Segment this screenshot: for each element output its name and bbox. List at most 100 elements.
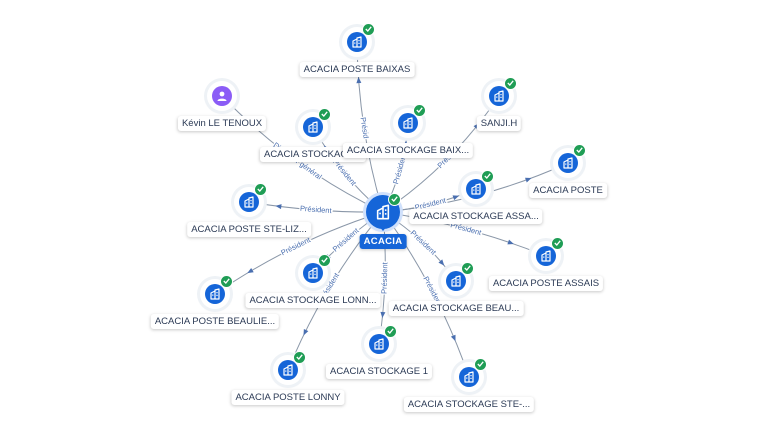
node-circle[interactable] (207, 81, 237, 111)
edge-arrow (247, 267, 254, 274)
edge-label: Président (409, 228, 439, 257)
verified-badge (551, 237, 564, 250)
building-icon (376, 204, 390, 220)
check-icon (476, 361, 484, 367)
verified-badge (504, 77, 517, 90)
building-icon (283, 364, 293, 376)
verified-badge (388, 193, 401, 206)
check-icon (320, 257, 328, 263)
node-label[interactable]: ACACIA POSTE BEAULIE... (150, 314, 280, 329)
building-icon (494, 90, 504, 102)
edge-label: Présid (359, 117, 371, 139)
building-icon (210, 288, 220, 300)
node-label[interactable]: ACACIA POSTE ASSAIS (488, 276, 604, 291)
node-icon-badge (239, 192, 259, 212)
node-label[interactable]: ACACIA POSTE (529, 183, 607, 198)
verified-badge (318, 254, 331, 267)
check-icon (386, 328, 394, 334)
edge-arrow (275, 204, 282, 210)
check-icon (506, 80, 514, 86)
node-icon-badge (466, 179, 486, 199)
node-icon-badge (347, 32, 367, 52)
edge-arrow (452, 195, 460, 201)
edge-line (214, 211, 384, 295)
building-icon (471, 183, 481, 195)
node-circle[interactable] (553, 148, 583, 178)
node-icon-badge (303, 117, 323, 137)
verified-badge (220, 275, 233, 288)
person-icon (217, 91, 227, 101)
verified-badge (474, 358, 487, 371)
edge-arrow (450, 334, 456, 342)
edge-label: Président (279, 235, 312, 257)
node-icon-badge (398, 113, 418, 133)
node-label[interactable]: ACACIA POSTE STE-LIZ... (187, 222, 311, 237)
node-label[interactable]: Kévin LE TENOUX (177, 116, 267, 131)
edge-line (382, 211, 470, 378)
building-icon (244, 196, 254, 208)
verified-badge (318, 108, 331, 121)
building-icon (563, 157, 573, 169)
edge-arrow (507, 239, 514, 245)
node-icon-badge (369, 334, 389, 354)
check-icon (295, 354, 303, 360)
edge-label: Président (380, 261, 390, 294)
node-circle[interactable] (461, 174, 491, 204)
node-icon-badge (459, 367, 479, 387)
edge-arrow (356, 77, 362, 84)
check-icon (483, 173, 491, 179)
node-label[interactable]: ACACIA STOCKAGE STE-... (403, 397, 535, 412)
verified-badge (384, 325, 397, 338)
edge-label: Président (331, 225, 361, 253)
node-label[interactable]: ACACIA STOCKAGE... (259, 147, 367, 162)
node-label[interactable]: ACACIA POSTE LONNY (231, 390, 345, 405)
node-label[interactable]: SANJI.H (476, 116, 522, 131)
check-icon (415, 107, 423, 113)
node-circle[interactable] (393, 108, 423, 138)
building-icon (308, 267, 318, 279)
node-label[interactable]: ACACIA STOCKAGE ASSA... (409, 209, 543, 224)
node-circle[interactable] (273, 355, 303, 385)
node-icon-badge (205, 284, 225, 304)
edge-line (287, 211, 384, 371)
edge-label: Président (300, 204, 333, 215)
verified-badge (481, 170, 494, 183)
node-icon-badge (489, 86, 509, 106)
node-icon-badge (303, 263, 323, 283)
edge-arrow (303, 328, 309, 336)
building-icon (374, 338, 384, 350)
edge-line (382, 211, 547, 257)
building-icon (451, 275, 461, 287)
node-circle[interactable] (342, 27, 372, 57)
verified-badge (362, 23, 375, 36)
check-icon (222, 278, 230, 284)
verified-badge (413, 104, 426, 117)
edge-arrow (380, 311, 386, 319)
node-label[interactable]: ACACIA STOCKAGE LONN... (245, 293, 381, 308)
edge-arrow (438, 259, 445, 266)
node-circle[interactable] (234, 187, 264, 217)
pin-pointer (378, 225, 388, 231)
building-icon (403, 117, 413, 129)
verified-badge (293, 351, 306, 364)
node-icon-badge (536, 246, 556, 266)
check-icon (320, 111, 328, 117)
verified-badge (461, 262, 474, 275)
node-label[interactable]: ACACIA POSTE BAIXAS (299, 62, 415, 77)
building-icon (352, 36, 362, 48)
verified-badge (254, 183, 267, 196)
node-icon-badge (278, 360, 298, 380)
check-icon (364, 26, 372, 32)
verified-badge (573, 144, 586, 157)
building-icon (464, 371, 474, 383)
center-node-label[interactable]: ACACIA (359, 234, 407, 249)
check-icon (390, 196, 398, 202)
node-icon-badge (212, 86, 232, 106)
building-icon (541, 250, 551, 262)
check-icon (256, 186, 264, 192)
building-icon (308, 121, 318, 133)
node-label[interactable]: ACACIA STOCKAGE BAIX... (342, 143, 474, 158)
node-label[interactable]: ACACIA STOCKAGE 1 (325, 364, 433, 379)
node-icon-badge (446, 271, 466, 291)
node-label[interactable]: ACACIA STOCKAGE BEAU... (388, 301, 524, 316)
